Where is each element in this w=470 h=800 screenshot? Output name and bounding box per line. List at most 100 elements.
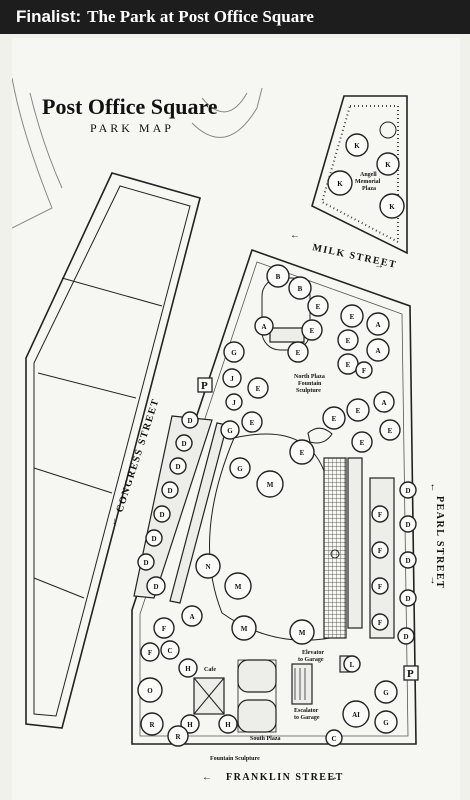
north-plaza-line1: North Plaza bbox=[294, 374, 325, 380]
tree-e-5-label: E bbox=[346, 337, 351, 345]
tree-g-3-label: G bbox=[237, 465, 243, 473]
building-divider bbox=[61, 277, 163, 307]
escalator-label-line2: to Garage bbox=[294, 715, 320, 721]
tree-e-1 bbox=[307, 295, 329, 317]
tree-d-2 bbox=[175, 434, 193, 452]
tree-e-13 bbox=[289, 439, 315, 465]
tree-e-8-label: E bbox=[388, 427, 393, 435]
south-plaza-label: South Plaza bbox=[250, 736, 281, 742]
parking-sign-north-label: P bbox=[201, 380, 208, 392]
tree-d-1 bbox=[181, 411, 199, 429]
tree-j-1 bbox=[222, 368, 242, 388]
bg-street-curve bbox=[12, 77, 53, 229]
tree-g-s2-label: G bbox=[383, 719, 389, 727]
franklin-street-label: FRANKLIN STREET bbox=[226, 772, 344, 783]
pearl-hedge-strip-2 bbox=[347, 457, 363, 629]
tree-e-12 bbox=[241, 411, 263, 433]
angell-label: Angell Memorial Plaza bbox=[355, 172, 382, 192]
building-divider bbox=[33, 577, 85, 599]
tree-f-p2 bbox=[371, 541, 389, 559]
tree-k-3-label: K bbox=[385, 161, 391, 169]
tree-d-3-label: D bbox=[175, 463, 180, 471]
tree-g-s2 bbox=[374, 710, 398, 734]
tree-f-n1 bbox=[355, 361, 373, 379]
tree-b-1-label: B bbox=[276, 273, 281, 281]
tree-e-4 bbox=[340, 304, 364, 328]
tree-d-p5-label: D bbox=[403, 633, 408, 641]
angell-label-line2: Memorial bbox=[355, 179, 381, 185]
tree-e-8 bbox=[379, 419, 401, 441]
park-map-svg: Post Office Square PARK MAP Angell Memor… bbox=[12, 77, 445, 783]
parking-sign-south bbox=[403, 665, 419, 681]
tree-r-2 bbox=[167, 725, 189, 747]
tree-m-1-label: M bbox=[267, 481, 274, 489]
north-plaza-line2: Fountain bbox=[298, 381, 322, 387]
tree-e-9 bbox=[351, 431, 373, 453]
central-walkway bbox=[323, 457, 347, 639]
tree-j-2 bbox=[225, 393, 243, 411]
building-divider bbox=[33, 467, 113, 494]
tree-k-2 bbox=[327, 170, 353, 196]
tree-a-n1-label: A bbox=[261, 323, 266, 331]
tree-f-p1-label: F bbox=[378, 511, 382, 519]
tree-k-3 bbox=[376, 152, 400, 176]
tree-m-2-label: M bbox=[235, 583, 242, 591]
cafe-label: Cafe bbox=[204, 667, 216, 673]
tree-k-4-label: K bbox=[389, 203, 395, 211]
angell-label-line3: Plaza bbox=[362, 186, 376, 192]
tree-e-12-label: E bbox=[250, 419, 255, 427]
tree-r-2-label: R bbox=[175, 733, 181, 741]
parking-sign-south-label: P bbox=[407, 668, 414, 680]
tree-a-1 bbox=[366, 312, 390, 336]
tree-b-2 bbox=[288, 276, 312, 300]
tree-d-p4 bbox=[399, 589, 417, 607]
tree-e-5 bbox=[337, 329, 359, 351]
pearl-arrow-down: ↓ bbox=[430, 575, 435, 586]
south-plaza-planter-1 bbox=[237, 659, 277, 693]
tree-q-1 bbox=[325, 729, 343, 747]
tree-g-2-label: G bbox=[227, 427, 233, 435]
tree-q-1-label: C bbox=[331, 735, 336, 743]
tree-d-8 bbox=[146, 576, 166, 596]
north-plaza-label: North Plaza Fountain Sculpture bbox=[294, 374, 326, 394]
tree-f-sw1 bbox=[153, 617, 175, 639]
tree-d-6 bbox=[145, 529, 163, 547]
angell-fountain bbox=[379, 121, 397, 139]
tree-f-p4 bbox=[371, 613, 389, 631]
franklin-arrow-left: ← bbox=[202, 772, 212, 783]
escalator-structure bbox=[291, 663, 313, 705]
tree-a-3 bbox=[373, 391, 395, 413]
bg-street-corner bbox=[191, 87, 263, 138]
angell-plaza-path bbox=[320, 105, 399, 244]
elevator-label: Elevator to Garage bbox=[298, 650, 325, 663]
tree-r-1-label: R bbox=[149, 721, 155, 729]
tree-a-n1 bbox=[254, 316, 274, 336]
tree-e-3 bbox=[287, 341, 309, 363]
tree-d-p3-label: D bbox=[405, 557, 410, 565]
tree-d-1-label: D bbox=[187, 417, 192, 425]
milk-arrow-right: → bbox=[374, 260, 384, 271]
walkway-node bbox=[330, 549, 340, 559]
tree-j-1-label: J bbox=[230, 375, 234, 383]
building-block-inner bbox=[33, 185, 191, 717]
tree-f-p1 bbox=[371, 505, 389, 523]
tree-f-sw2-label: F bbox=[148, 649, 152, 657]
escalator-label-line1: Escalator bbox=[294, 708, 319, 714]
tree-m-1 bbox=[256, 470, 284, 498]
milk-arrow-left: ← bbox=[290, 230, 300, 241]
elevator-label-line1: Elevator bbox=[302, 650, 324, 656]
map-title: Post Office Square bbox=[42, 94, 218, 119]
park-map: Post Office Square PARK MAP Angell Memor… bbox=[12, 38, 460, 800]
tree-g-3 bbox=[229, 457, 251, 479]
tree-d-3 bbox=[169, 457, 187, 475]
pearl-arrow-up: ↑ bbox=[430, 482, 435, 493]
tree-f-p3-label: F bbox=[378, 583, 382, 591]
tree-d-p2-label: D bbox=[405, 521, 410, 529]
tree-e-7 bbox=[346, 398, 370, 422]
tree-e-7-label: E bbox=[356, 407, 361, 415]
tree-k-1-label: K bbox=[354, 142, 360, 150]
building-divider bbox=[37, 372, 137, 399]
tree-ai-1 bbox=[342, 700, 370, 728]
tree-k-2-label: K bbox=[337, 180, 343, 188]
